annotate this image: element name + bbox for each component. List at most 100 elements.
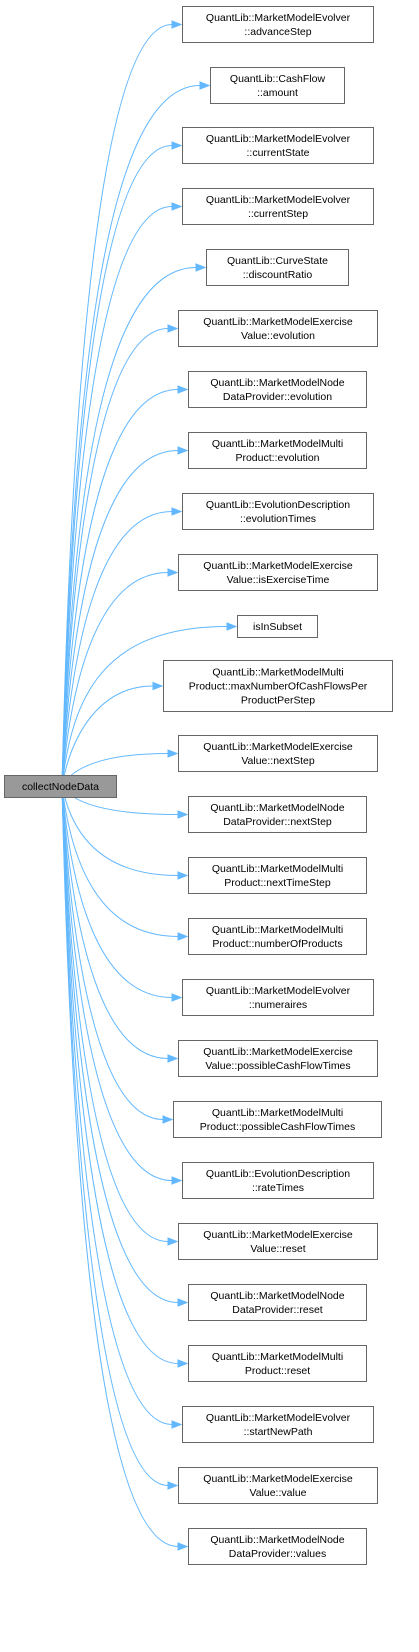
node-quantlib-cashflow-amount-label-line: ::amount [257,87,298,99]
node-quantlib-marketmodelevolver-numeraires-label-line: ::numeraires [249,999,307,1011]
edge-line [61,267,197,787]
edge-line [61,450,179,787]
node-quantlib-marketmodelnodedataprovider-reset[interactable]: QuantLib::MarketModelNodeDataProvider::r… [188,1284,367,1321]
edge-to-quantlib-marketmodelnodedataprovider-values [61,785,189,1551]
edge-arrowhead [177,1542,189,1551]
edge-to-quantlib-marketmodelexercisevalue-evolution [61,324,179,787]
node-quantlib-marketmodelexercisevalue-nextstep-label-line: QuantLib::MarketModelExercise [203,741,353,753]
node-quantlib-marketmodelexercisevalue-possiblecashflowtimes-label-line: Value::possibleCashFlowTimes [205,1060,350,1072]
edge-arrowhead [177,385,189,394]
edge-arrowhead [199,81,211,90]
node-quantlib-marketmodelnodedataprovider-values[interactable]: QuantLib::MarketModelNodeDataProvider::v… [188,1528,367,1565]
node-quantlib-marketmodelexercisevalue-isexercisetime[interactable]: QuantLib::MarketModelExerciseValue::isEx… [178,554,378,591]
node-quantlib-marketmodelexercisevalue-reset-label-line: Value::reset [250,1243,305,1255]
node-quantlib-marketmodelnodedataprovider-values-label-line: DataProvider::values [229,1548,326,1560]
node-quantlib-marketmodelevolver-startnewpath-box [182,1406,374,1443]
edge-to-quantlib-evolutiondescription-evolutiontimes [61,507,183,787]
node-quantlib-marketmodelevolver-advancestep-label-line: ::advanceStep [244,26,311,38]
edge-to-quantlib-marketmodelmultiproduct-reset [61,785,189,1368]
node-quantlib-marketmodelmultiproduct-reset-label-line: Product::reset [245,1365,310,1377]
node-quantlib-marketmodelnodedataprovider-reset-label-line: DataProvider::reset [232,1304,323,1316]
node-quantlib-marketmodelevolver-numeraires[interactable]: QuantLib::MarketModelEvolver::numeraires [182,979,374,1016]
node-quantlib-marketmodelmultiproduct-evolution[interactable]: QuantLib::MarketModelMultiProduct::evolu… [188,432,367,469]
node-quantlib-marketmodelexercisevalue-possiblecashflowtimes[interactable]: QuantLib::MarketModelExerciseValue::poss… [178,1040,378,1077]
edge-arrowhead [171,507,183,516]
edge-to-quantlib-marketmodelexercisevalue-possiblecashflowtimes [61,785,179,1063]
node-quantlib-evolutiondescription-ratetimes-box [182,1162,374,1199]
node-quantlib-marketmodelexercisevalue-reset-label-line: QuantLib::MarketModelExercise [203,1229,353,1241]
node-quantlib-marketmodelmultiproduct-possiblecashflowtimes[interactable]: QuantLib::MarketModelMultiProduct::possi… [173,1101,382,1138]
edge-arrowhead [177,932,189,941]
node-quantlib-evolutiondescription-evolutiontimes[interactable]: QuantLib::EvolutionDescription::evolutio… [182,493,374,530]
node-quantlib-marketmodelmultiproduct-numberofproducts[interactable]: QuantLib::MarketModelMultiProduct::numbe… [188,918,367,955]
edge-line [61,785,179,937]
node-quantlib-marketmodelevolver-currentstep-label-line: ::currentStep [248,208,308,220]
edge-arrowhead [167,749,179,758]
node-quantlib-marketmodelnodedataprovider-evolution-label-line: DataProvider::evolution [223,391,332,403]
edge-arrowhead [167,324,179,333]
edge-arrowhead [167,1237,179,1246]
node-quantlib-marketmodelexercisevalue-evolution[interactable]: QuantLib::MarketModelExerciseValue::evol… [178,310,378,347]
edge-line [61,389,179,787]
node-quantlib-marketmodelexercisevalue-nextstep-label-line: Value::nextStep [241,755,315,767]
node-quantlib-marketmodelexercisevalue-value-label-line: Value::value [249,1487,306,1499]
node-quantlib-marketmodelevolver-currentstate-box [182,127,374,164]
node-quantlib-marketmodelevolver-currentstep[interactable]: QuantLib::MarketModelEvolver::currentSte… [182,188,374,225]
node-quantlib-marketmodelevolver-currentstate[interactable]: QuantLib::MarketModelEvolver::currentSta… [182,127,374,164]
node-quantlib-cashflow-amount[interactable]: QuantLib::CashFlow::amount [210,67,345,104]
call-edges [61,20,238,1551]
edge-arrowhead [226,622,238,631]
node-quantlib-marketmodelmultiproduct-possiblecashflowtimes-label-line: QuantLib::MarketModelMulti [212,1107,343,1119]
node-quantlib-marketmodelmultiproduct-nexttimestep-label-line: QuantLib::MarketModelMulti [212,863,343,875]
node-quantlib-marketmodelnodedataprovider-nextstep[interactable]: QuantLib::MarketModelNodeDataProvider::n… [188,796,367,833]
node-quantlib-marketmodelexercisevalue-nextstep[interactable]: QuantLib::MarketModelExerciseValue::next… [178,735,378,772]
node-quantlib-marketmodelexercisevalue-isexercisetime-label-line: Value::isExerciseTime [227,574,330,586]
node-quantlib-marketmodelexercisevalue-value-box [178,1467,378,1504]
edge-arrowhead [177,810,189,819]
node-quantlib-marketmodelexercisevalue-isexercisetime-label-line: QuantLib::MarketModelExercise [203,560,353,572]
node-quantlib-marketmodelmultiproduct-nexttimestep-label-line: Product::nextTimeStep [224,877,331,889]
node-quantlib-marketmodelexercisevalue-reset-box [178,1223,378,1260]
node-quantlib-marketmodelevolver-advancestep-label-line: QuantLib::MarketModelEvolver [206,12,351,24]
node-quantlib-marketmodelexercisevalue-evolution-box [178,310,378,347]
node-quantlib-curvestate-discountratio[interactable]: QuantLib::CurveState::discountRatio [206,249,349,286]
node-quantlib-marketmodelexercisevalue-reset[interactable]: QuantLib::MarketModelExerciseValue::rese… [178,1223,378,1260]
edge-line [61,511,173,787]
node-quantlib-marketmodelmultiproduct-maxnumberofcashflowsperproductperstep-box [163,660,393,712]
node-quantlib-marketmodelmultiproduct-nexttimestep[interactable]: QuantLib::MarketModelMultiProduct::nextT… [188,857,367,894]
edge-line [61,785,173,998]
node-quantlib-marketmodelevolver-advancestep[interactable]: QuantLib::MarketModelEvolver::advanceSte… [182,6,374,43]
node-isinsubset[interactable]: isInSubset [237,615,318,638]
node-quantlib-cashflow-amount-label-line: QuantLib::CashFlow [230,73,326,85]
edge-line [61,85,201,787]
edge-to-quantlib-marketmodelevolver-currentstep [61,202,183,787]
node-quantlib-marketmodelexercisevalue-value-label-line: QuantLib::MarketModelExercise [203,1473,353,1485]
edge-arrowhead [171,1420,183,1429]
edge-line [61,145,173,787]
node-quantlib-marketmodelexercisevalue-value[interactable]: QuantLib::MarketModelExerciseValue::valu… [178,1467,378,1504]
edge-arrowhead [171,141,183,150]
edge-to-quantlib-marketmodelnodedataprovider-reset [61,785,189,1307]
edge-to-quantlib-marketmodelmultiproduct-numberofproducts [61,785,189,941]
node-quantlib-marketmodelexercisevalue-possiblecashflowtimes-label-line: QuantLib::MarketModelExercise [203,1046,353,1058]
node-quantlib-marketmodelmultiproduct-reset-box [188,1345,367,1382]
node-quantlib-marketmodelmultiproduct-possiblecashflowtimes-box [173,1101,382,1138]
node-quantlib-marketmodelnodedataprovider-reset-label-line: QuantLib::MarketModelNode [210,1290,344,1302]
node-quantlib-marketmodelevolver-startnewpath[interactable]: QuantLib::MarketModelEvolver::startNewPa… [182,1406,374,1443]
edge-to-quantlib-marketmodelmultiproduct-maxnumberofcashflowsperproductperstep [61,681,164,787]
node-quantlib-marketmodelnodedataprovider-evolution[interactable]: QuantLib::MarketModelNodeDataProvider::e… [188,371,367,408]
edge-arrowhead [177,1298,189,1307]
edge-line [61,785,164,1120]
edge-to-quantlib-marketmodelevolver-currentstate [61,141,183,787]
node-quantlib-marketmodelmultiproduct-maxnumberofcashflowsperproductperstep[interactable]: QuantLib::MarketModelMultiProduct::maxNu… [163,660,393,712]
node-collectnodedata-box [4,775,117,798]
node-quantlib-evolutiondescription-ratetimes[interactable]: QuantLib::EvolutionDescription::rateTime… [182,1162,374,1199]
node-quantlib-marketmodelnodedataprovider-nextstep-label-line: QuantLib::MarketModelNode [210,802,344,814]
node-collectnodedata[interactable]: collectNodeData [4,775,117,798]
node-quantlib-marketmodelevolver-currentstate-label-line: QuantLib::MarketModelEvolver [206,133,351,145]
node-isinsubset-box [237,615,318,638]
edge-line [61,785,169,1059]
node-quantlib-marketmodelexercisevalue-evolution-label-line: Value::evolution [241,330,315,342]
edge-to-quantlib-marketmodelmultiproduct-evolution [61,446,189,787]
